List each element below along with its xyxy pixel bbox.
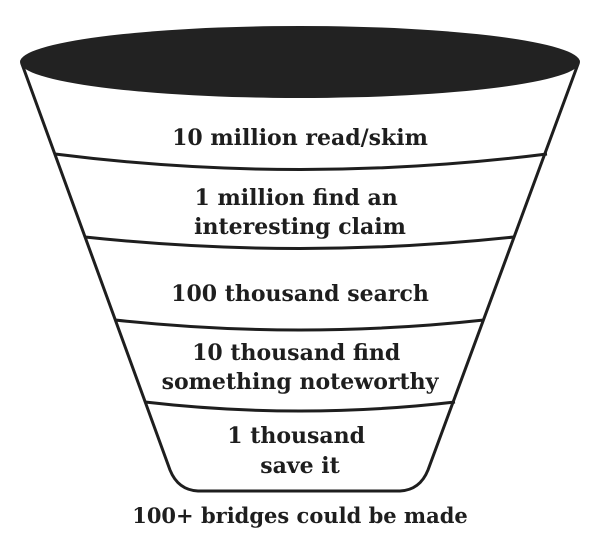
stage-divider-1 [54, 152, 548, 171]
funnel-caption: 100+ bridges could be made [132, 503, 468, 528]
stage-divider-2 [84, 235, 515, 250]
stage-5-line-1: 1 thousand [227, 423, 365, 449]
stage-3-label: 100 thousand search [171, 281, 429, 307]
stage-1-label: 10 million read/skim [172, 125, 428, 151]
stage-4-line-1: 10 thousand find [192, 340, 400, 366]
stage-divider-4 [144, 400, 456, 413]
funnel-top-rim [20, 26, 580, 98]
stage-4-line-2: something noteworthy [162, 369, 440, 395]
stage-divider-3 [114, 318, 485, 332]
stage-2-line-1: 1 million find an [195, 185, 398, 211]
stage-4-label: 10 thousand find something noteworthy [162, 340, 440, 395]
stage-1-line-1: 10 million read/skim [172, 125, 428, 151]
stage-5-label: 1 thousand save it [227, 423, 372, 479]
stage-2-line-2: interesting claim [194, 214, 406, 240]
stage-3-line-1: 100 thousand search [171, 281, 429, 307]
stage-2-label: 1 million find an interesting claim [194, 185, 406, 240]
funnel-outline [20, 63, 580, 493]
stage-5-line-2: save it [260, 453, 340, 479]
